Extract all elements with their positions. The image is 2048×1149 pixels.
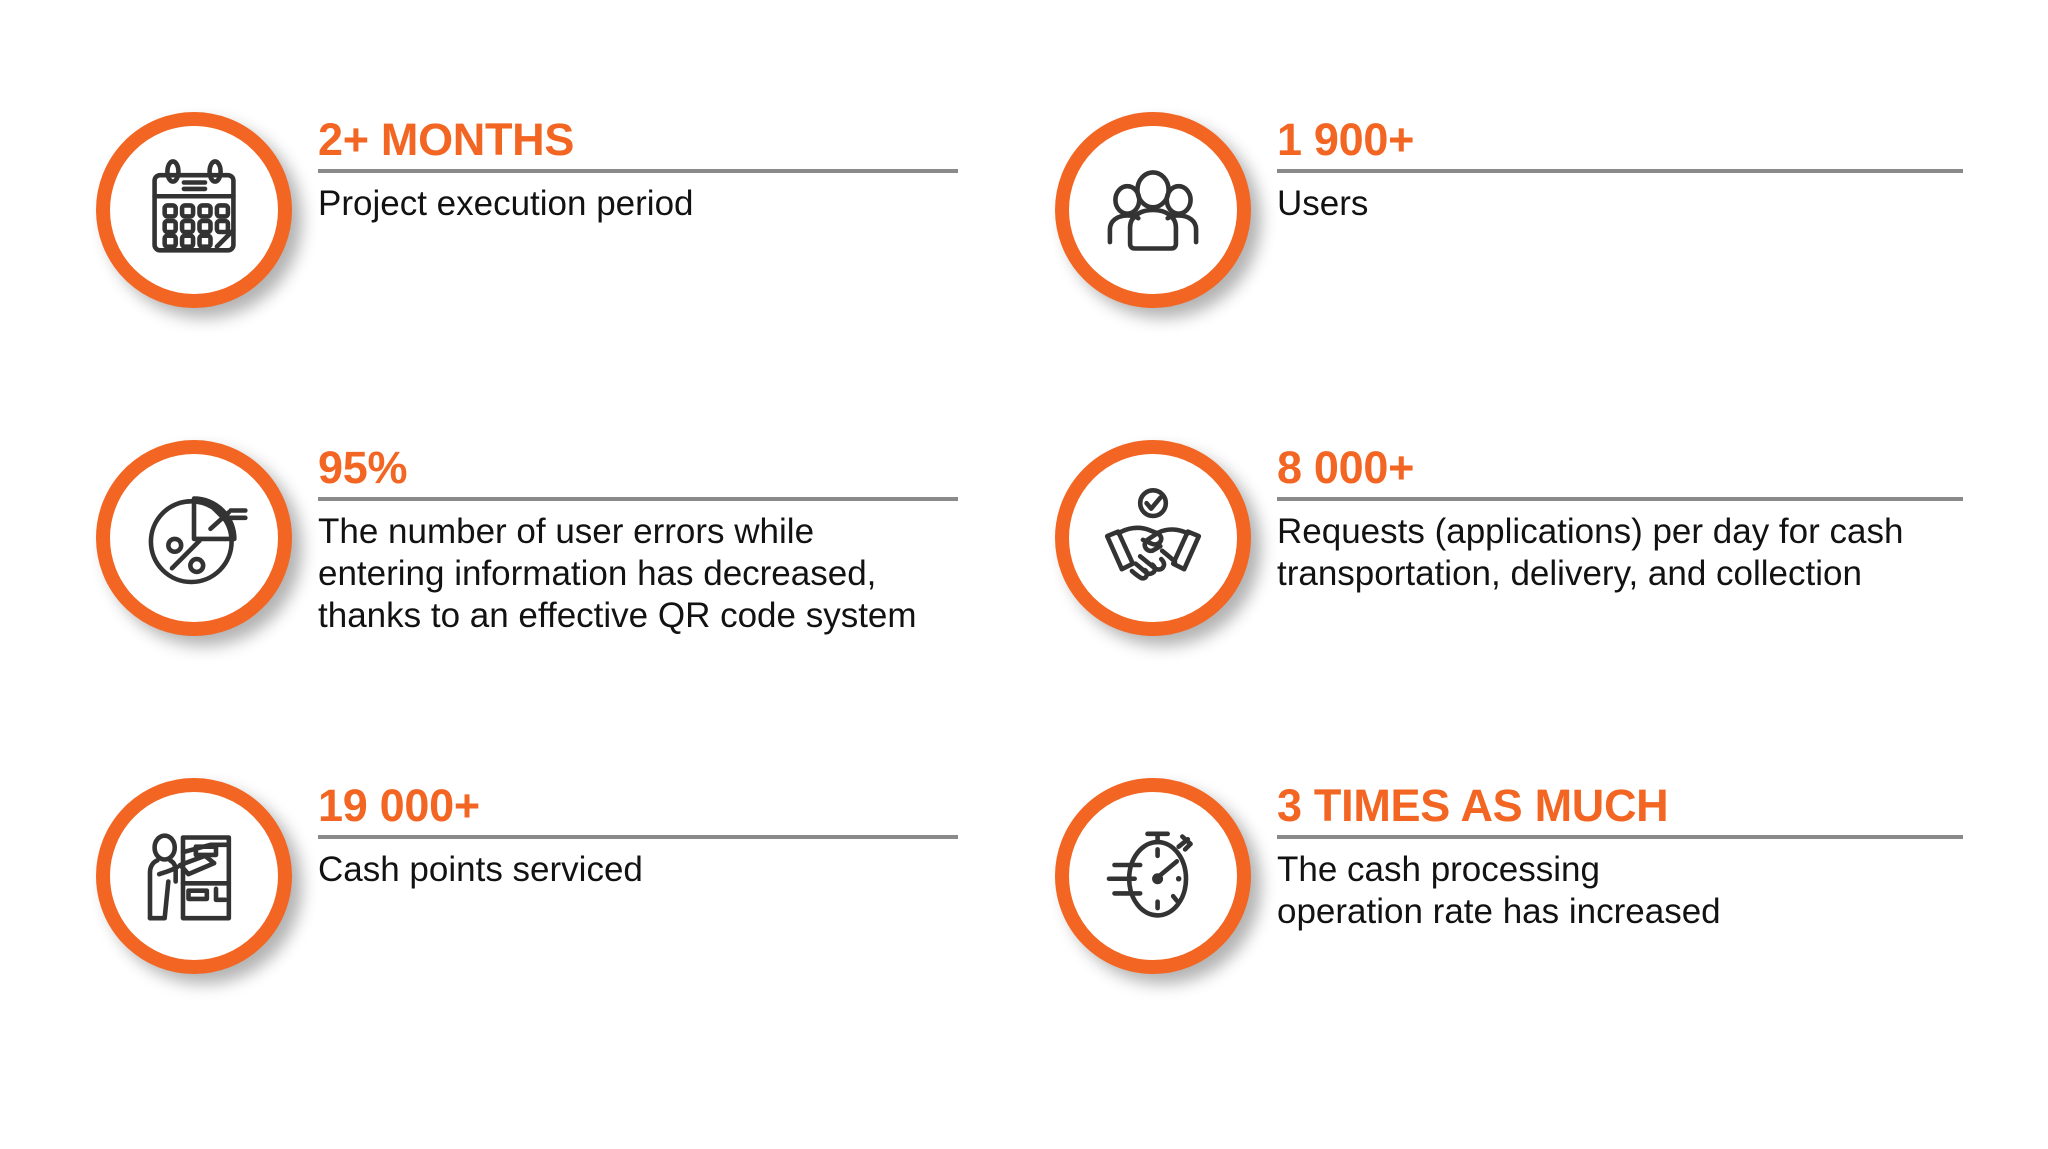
- stat-description: Cash points serviced: [318, 850, 643, 890]
- stat-value: 1 900+: [1277, 114, 1415, 165]
- stat-value: 19 000+: [318, 780, 480, 831]
- stat-text-block: 1 900+ Users: [1245, 112, 1963, 225]
- stat-text-block: 2+ MONTHS Project execution period: [286, 112, 958, 225]
- stat-description: The cash processing operation rate has i…: [1277, 850, 1721, 931]
- divider-rule: [318, 497, 958, 502]
- stopwatch-speed-icon: [1106, 831, 1193, 918]
- stat-description: Users: [1277, 184, 1369, 224]
- divider-rule: [318, 169, 958, 174]
- divider-rule: [1277, 497, 1963, 502]
- stat-card-requests-per-day: 8 000+ Requests (applications) per day f…: [1055, 440, 1985, 636]
- stat-card-processing-rate-increase: 3 TIMES AS MUCH The cash processing oper…: [1055, 778, 1985, 974]
- icon-medallion: [96, 440, 292, 636]
- icon-medallion: [96, 778, 292, 974]
- stat-text-block: 19 000+ Cash points serviced: [286, 778, 958, 891]
- icon-medallion: [1055, 112, 1251, 308]
- stat-card-users: 1 900+ Users: [1055, 112, 1985, 308]
- stat-card-user-error-reduction: 95% The number of user errors while ente…: [96, 440, 976, 636]
- stat-value: 8 000+: [1277, 442, 1415, 493]
- stat-value: 2+ MONTHS: [318, 114, 575, 165]
- stat-card-cash-points-serviced: 19 000+ Cash points serviced: [96, 778, 976, 974]
- stat-text-block: 8 000+ Requests (applications) per day f…: [1245, 440, 1963, 595]
- calendar-icon: [152, 159, 236, 253]
- stat-text-block: 3 TIMES AS MUCH The cash processing oper…: [1245, 778, 1963, 933]
- stat-description: Requests (applications) per day for cash…: [1277, 512, 1904, 593]
- atm-user-icon: [147, 833, 232, 921]
- stat-description: The number of user errors while entering…: [318, 512, 917, 635]
- stat-value: 3 TIMES AS MUCH: [1277, 780, 1669, 831]
- icon-medallion: [96, 112, 292, 308]
- stat-text-block: 95% The number of user errors while ente…: [286, 440, 958, 636]
- pie-chart-percent-icon: [148, 496, 248, 585]
- divider-rule: [1277, 169, 1963, 174]
- divider-rule: [1277, 835, 1963, 840]
- stat-card-project-execution-period: 2+ MONTHS Project execution period: [96, 112, 976, 308]
- stat-description: Project execution period: [318, 184, 694, 224]
- handshake-check-icon: [1104, 488, 1202, 581]
- icon-medallion: [1055, 440, 1251, 636]
- divider-rule: [318, 835, 958, 840]
- users-group-icon: [1107, 170, 1199, 251]
- icon-medallion: [1055, 778, 1251, 974]
- stat-value: 95%: [318, 442, 408, 493]
